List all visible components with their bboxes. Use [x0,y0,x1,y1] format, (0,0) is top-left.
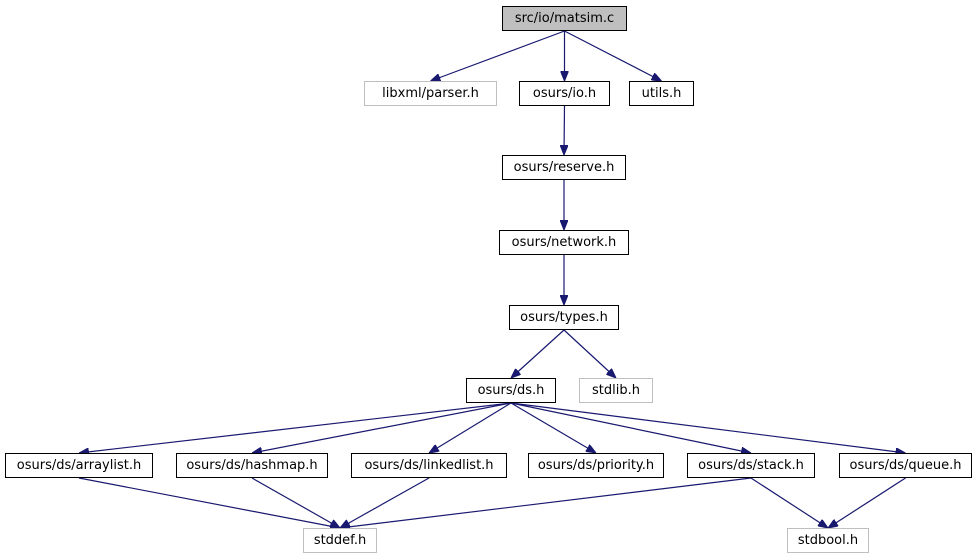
edge-osurs_ds_h-to-osurs_ds_stack_h [510,402,751,453]
node-stddef-h: stddef.h [303,528,377,553]
node-osurs-ds-arraylist-h[interactable]: osurs/ds/arraylist.h [5,453,153,478]
edge-osurs_types_h-to-stdlib_h [563,329,616,378]
node-stdbool-h: stdbool.h [787,528,869,553]
edge-matsim_c-to-libxml_parser_h [431,30,565,81]
edge-osurs_ds_linkedlist_h-to-stddef_h [340,477,430,528]
node-osurs-ds-linkedlist-h[interactable]: osurs/ds/linkedlist.h [351,453,507,478]
node-osurs-reserve-h[interactable]: osurs/reserve.h [502,155,626,180]
node-osurs-ds-hashmap-h[interactable]: osurs/ds/hashmap.h [176,453,328,478]
node-osurs-types-h[interactable]: osurs/types.h [509,305,619,330]
node-osurs-ds-priority-h[interactable]: osurs/ds/priority.h [528,453,664,478]
node-osurs-ds-stack-h[interactable]: osurs/ds/stack.h [687,453,815,478]
node-src-io-matsim-c: src/io/matsim.c [502,6,627,31]
edge-osurs_io_h-to-osurs_reserve_h [564,105,565,155]
edge-osurs_ds_arraylist_h-to-stddef_h [78,477,340,528]
edge-osurs_ds_stack_h-to-stdbool_h [750,477,828,528]
node-osurs-network-h[interactable]: osurs/network.h [499,230,629,255]
edge-osurs_ds_h-to-osurs_ds_priority_h [510,402,596,453]
edge-osurs_ds_hashmap_h-to-stddef_h [251,477,340,528]
edge-osurs_ds_queue_h-to-stdbool_h [828,477,906,528]
edge-osurs_ds_stack_h-to-stddef_h [340,477,752,528]
edge-osurs_types_h-to-osurs_ds_h [511,329,565,378]
node-libxml-parser-h: libxml/parser.h [364,81,497,106]
edge-matsim_c-to-utils_h [564,30,662,81]
node-utils-h[interactable]: utils.h [629,81,694,106]
edge-osurs_ds_h-to-osurs_ds_hashmap_h [252,402,512,453]
edge-osurs_ds_h-to-osurs_ds_arraylist_h [79,402,512,453]
node-osurs-ds-h[interactable]: osurs/ds.h [466,378,556,403]
node-osurs-ds-queue-h[interactable]: osurs/ds/queue.h [839,453,972,478]
node-osurs-io-h[interactable]: osurs/io.h [519,81,610,106]
node-stdlib-h: stdlib.h [579,378,653,403]
edge-osurs_ds_h-to-osurs_ds_linkedlist_h [429,402,512,453]
edge-osurs_ds_h-to-osurs_ds_queue_h [510,402,906,453]
